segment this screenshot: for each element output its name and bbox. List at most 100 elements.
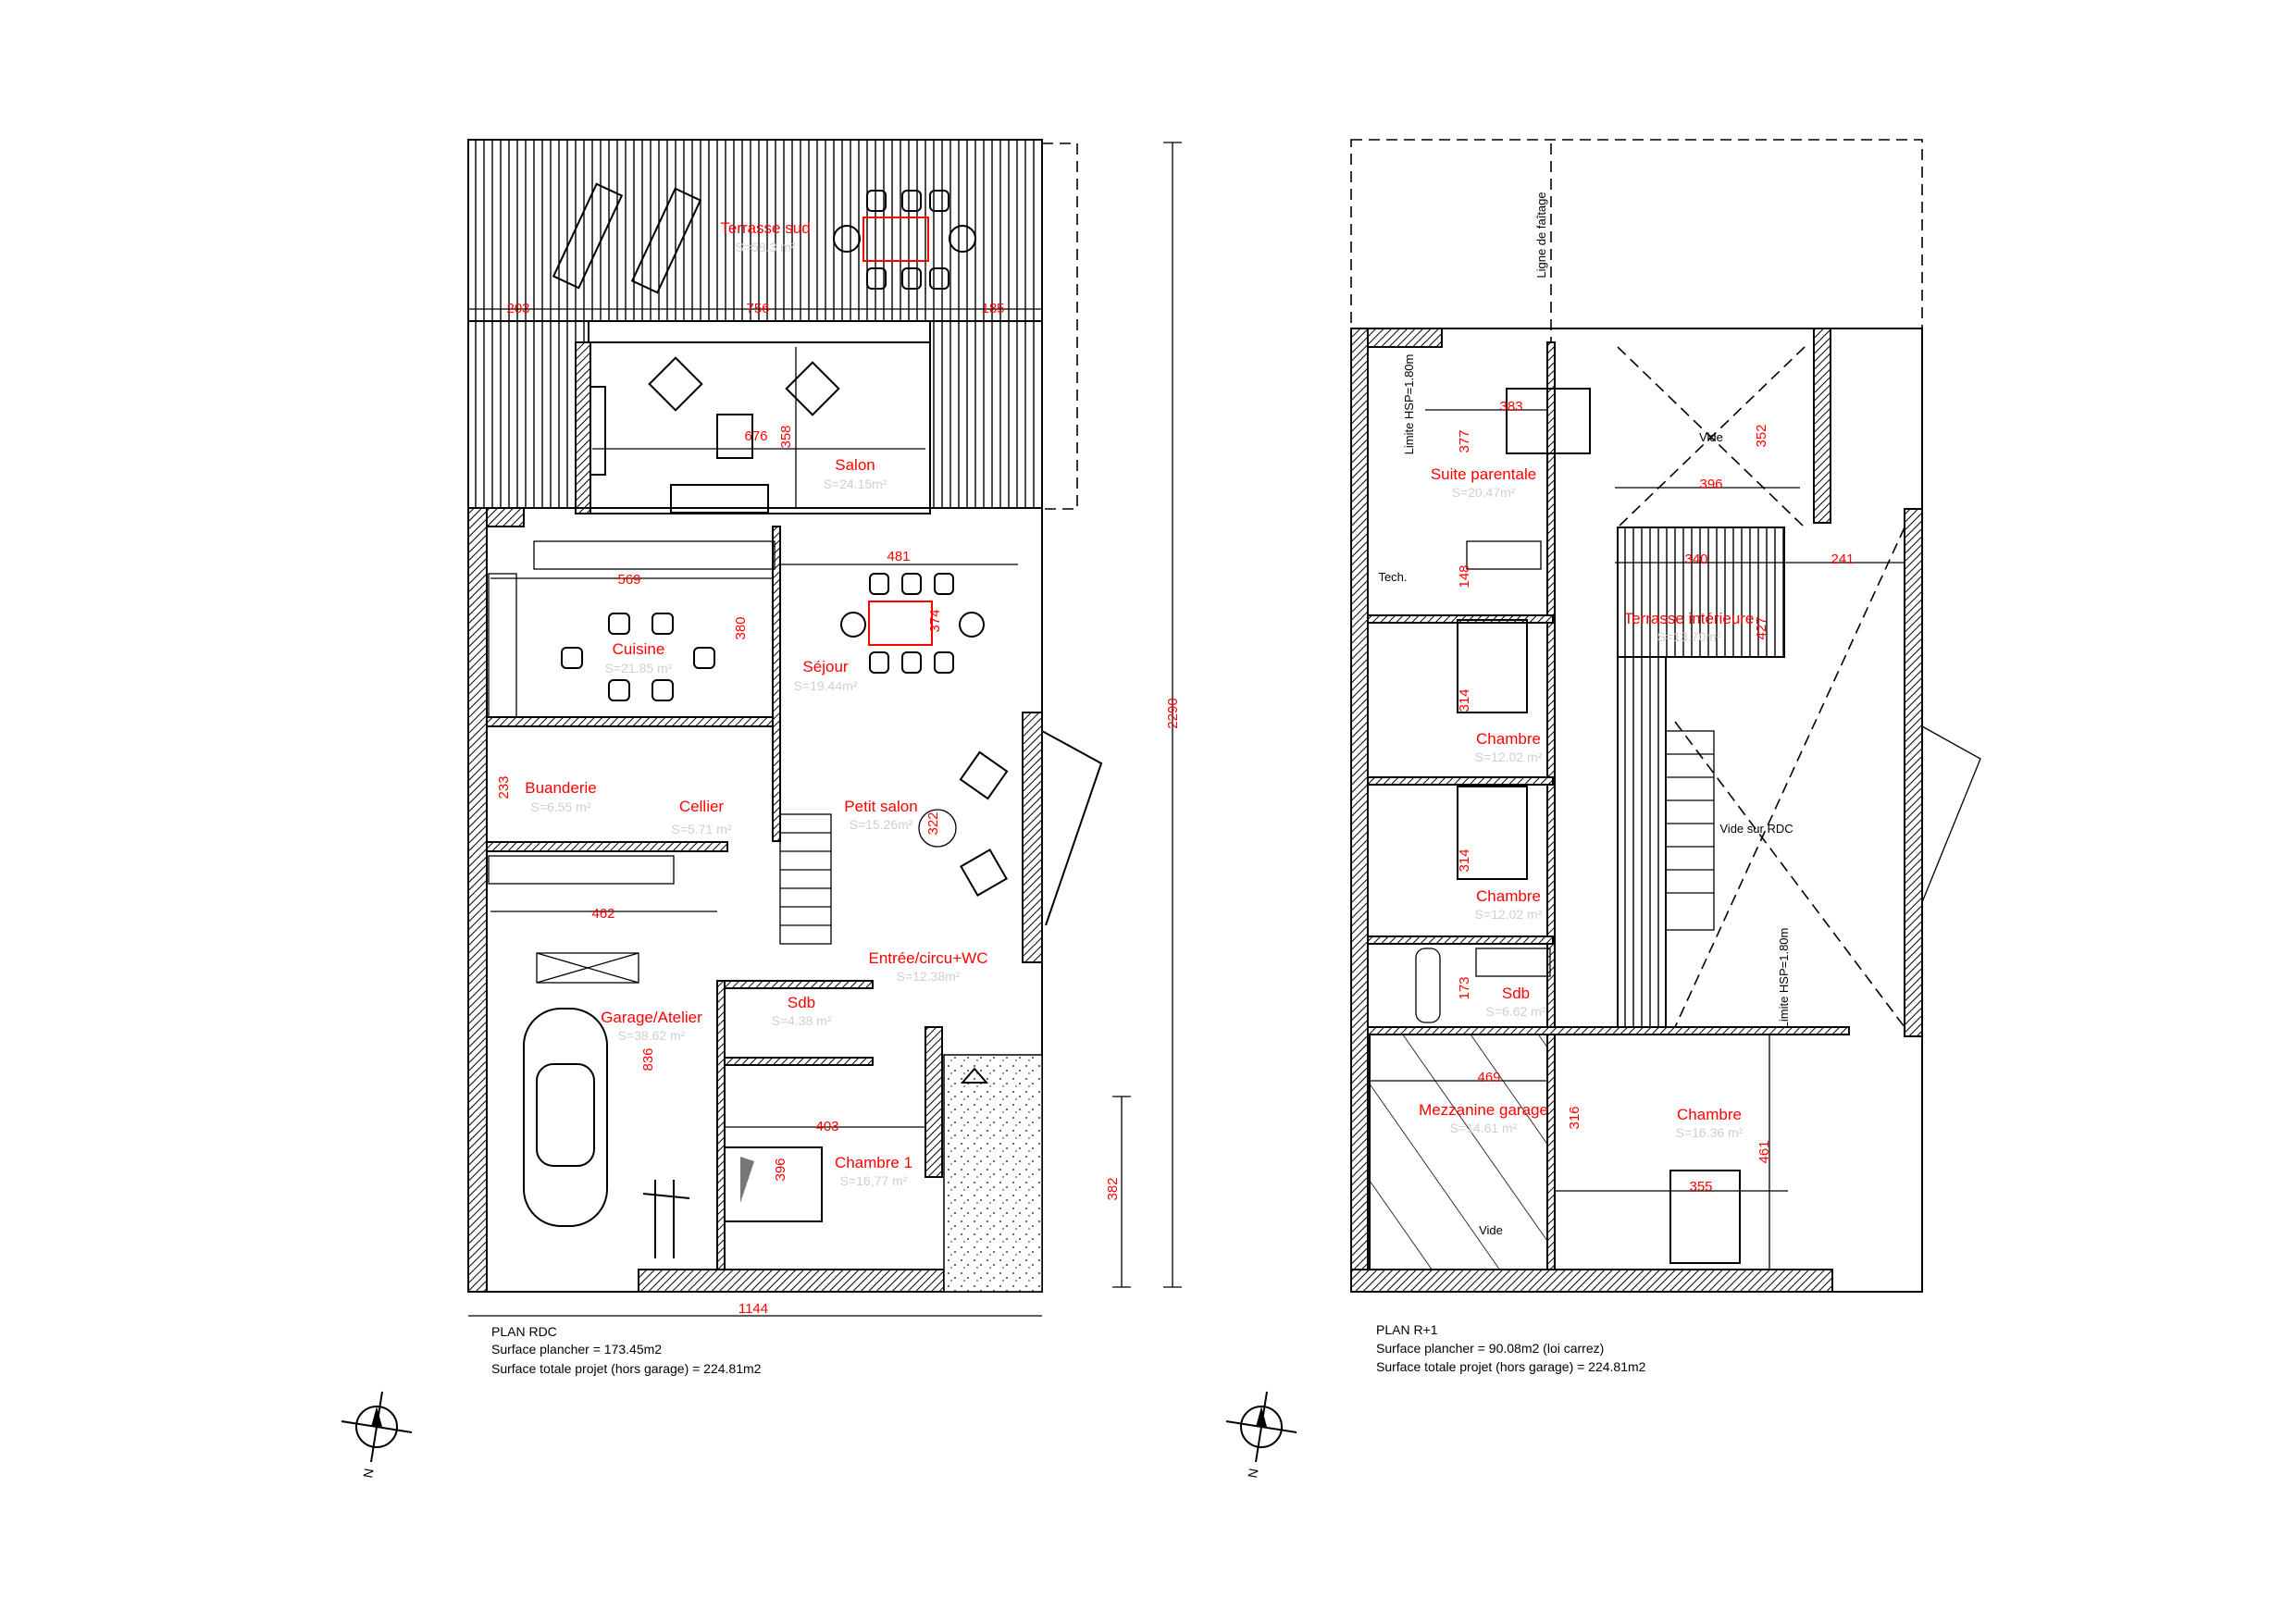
dimension-label: 469 bbox=[1477, 1070, 1500, 1085]
room-label-sejour: Séjour bbox=[802, 658, 848, 675]
room-area-chambre-3: S=12.02 m² bbox=[1475, 907, 1543, 922]
room-label-garage: Garage/Atelier bbox=[601, 1009, 702, 1026]
r1-wall-east-upper bbox=[1813, 328, 1831, 524]
dimension-label: 322 bbox=[925, 812, 941, 835]
room-label-terrasse-interieure: Terrasse intérieure bbox=[1624, 610, 1755, 627]
caption-surface: Surface plancher = 90.08m2 (loi carrez) bbox=[1376, 1341, 1604, 1356]
caption-surface: Surface plancher = 173.45m2 bbox=[491, 1342, 662, 1357]
dining-table-icon bbox=[840, 573, 985, 674]
r1-wall-bed2 bbox=[1367, 776, 1554, 786]
void-rdc-label: Vide sur RDC bbox=[1719, 822, 1793, 836]
wall-garage-bedroom bbox=[716, 980, 726, 1270]
room-label-mezzanine: Mezzanine garage bbox=[1419, 1101, 1548, 1119]
tech-room-label: Tech. bbox=[1378, 570, 1407, 584]
bed-icon bbox=[724, 1146, 823, 1222]
terrace-side-deck-left bbox=[467, 320, 590, 509]
pergola-outline bbox=[1041, 142, 1078, 510]
room-area-sejour: S=19.44m² bbox=[794, 678, 858, 693]
wall-north-kitchen bbox=[486, 507, 525, 527]
room-label-salon: Salon bbox=[835, 456, 875, 474]
room-area-chambre-2: S=12.02 m² bbox=[1475, 750, 1543, 764]
room-area-salon: S=24.15m² bbox=[824, 477, 887, 491]
room-label-suite-parentale: Suite parentale bbox=[1431, 465, 1536, 483]
svg-text:N: N bbox=[1245, 1468, 1261, 1480]
salon-west-wall bbox=[575, 341, 591, 514]
room-area-cuisine: S=21.85 m² bbox=[605, 661, 673, 675]
dimension-label: 481 bbox=[887, 549, 910, 564]
r1-wall-north bbox=[1367, 328, 1443, 348]
dimension-label: 403 bbox=[815, 1119, 838, 1134]
room-label-terrasse-sud: Terrasse sud bbox=[720, 219, 810, 237]
r1-wall-south bbox=[1350, 1269, 1833, 1293]
room-label-sdb-r1: Sdb bbox=[1502, 985, 1530, 1002]
caption-total: Surface totale projet (hors garage) = 22… bbox=[491, 1361, 762, 1376]
dimension-label: 340 bbox=[1684, 551, 1707, 567]
coffee-table-icon bbox=[918, 809, 957, 848]
kitchen-table-chairs-icon bbox=[561, 613, 715, 701]
dimension-label: 352 bbox=[1754, 424, 1769, 447]
r1-wall-sdb bbox=[1367, 935, 1554, 945]
room-area-buanderie: S=6.55 m² bbox=[531, 799, 591, 814]
north-arrow-icon: N bbox=[341, 1391, 413, 1480]
ridge-line-label: Ligne de faîtage bbox=[1534, 192, 1548, 278]
room-label-petit-salon: Petit salon bbox=[844, 798, 917, 815]
room-area-chambre-4: S=16.36 m² bbox=[1676, 1125, 1744, 1140]
dimension-lines bbox=[1370, 409, 1905, 1270]
room-label-cellier: Cellier bbox=[679, 798, 725, 815]
staircase bbox=[779, 813, 832, 945]
bay-window bbox=[1041, 730, 1103, 926]
hsp-limit-label: Limite HSP=1.80m bbox=[1777, 928, 1791, 1029]
dimension-label: 462 bbox=[591, 906, 614, 922]
dimension-lines bbox=[468, 142, 1182, 1317]
room-area-terrasse-sud: S=58.3 m² bbox=[736, 240, 796, 254]
hsp-limit-label: Limite HSP=1.80m bbox=[1402, 354, 1416, 455]
dimension-label: 241 bbox=[1831, 551, 1854, 567]
dimension-label: 355 bbox=[1689, 1179, 1712, 1195]
wall-east-lower bbox=[1022, 712, 1043, 963]
dimension-label: 569 bbox=[617, 572, 640, 588]
room-area-sdb-r1: S=6.62 m² bbox=[1486, 1004, 1546, 1019]
gravel-path bbox=[943, 1054, 1043, 1293]
armchair-icon bbox=[959, 750, 1009, 897]
void-label: Vide bbox=[1699, 430, 1723, 444]
bicycle-icon bbox=[642, 1180, 690, 1258]
room-area-entree: S=12.38m² bbox=[897, 969, 961, 984]
dimension-label: 185 bbox=[981, 301, 1004, 316]
caption-title: PLAN R+1 bbox=[1376, 1322, 1438, 1337]
room-area-chambre-1: S=16,77 m² bbox=[840, 1173, 908, 1188]
dimension-label: 380 bbox=[733, 616, 749, 639]
wall-chambre-east bbox=[925, 1026, 943, 1178]
armchair-icon bbox=[590, 356, 840, 514]
dimension-label: 148 bbox=[1457, 564, 1472, 588]
room-area-sdb: S=4.38 m² bbox=[772, 1013, 832, 1028]
car-icon bbox=[523, 1008, 608, 1227]
dimension-label: 377 bbox=[1457, 429, 1472, 452]
kitchen-counter bbox=[488, 540, 776, 984]
north-arrow-icon: N bbox=[1225, 1391, 1297, 1480]
room-area-suite-parentale: S=20.47m² bbox=[1452, 485, 1516, 500]
wall-kitchen-sejour bbox=[772, 526, 781, 842]
void-marker bbox=[1617, 346, 1905, 1028]
dimension-label: 461 bbox=[1756, 1140, 1772, 1163]
interior-terrace-deck bbox=[1617, 527, 1785, 658]
dimension-label: 316 bbox=[1567, 1106, 1582, 1129]
r1-wall-east-mid bbox=[1904, 508, 1923, 1037]
dimension-label: 314 bbox=[1457, 849, 1472, 872]
staircase bbox=[1665, 730, 1715, 931]
wall-west bbox=[467, 507, 488, 1293]
room-area-cellier: S=5.71 m² bbox=[672, 822, 732, 836]
dimension-label: 396 bbox=[773, 1158, 788, 1181]
svg-text:N: N bbox=[360, 1468, 377, 1480]
room-area-terrasse-interieure: S=13.70m² bbox=[1657, 629, 1721, 644]
plan-r1: Ligne de faîtage Limite HSP=1.80m Limite… bbox=[1350, 139, 1981, 1374]
dimension-label: 756 bbox=[746, 301, 769, 316]
r1-wall-mezz bbox=[1367, 1026, 1850, 1035]
room-label-chambre-4: Chambre bbox=[1677, 1106, 1742, 1123]
dimension-label: 676 bbox=[744, 428, 767, 444]
wall-kitchen-laundry bbox=[486, 716, 775, 727]
dimension-label: 383 bbox=[1499, 399, 1522, 415]
r1-wall-corridor bbox=[1546, 341, 1556, 1270]
dimension-label: 427 bbox=[1754, 616, 1769, 639]
wall-sdb-north bbox=[724, 980, 874, 989]
